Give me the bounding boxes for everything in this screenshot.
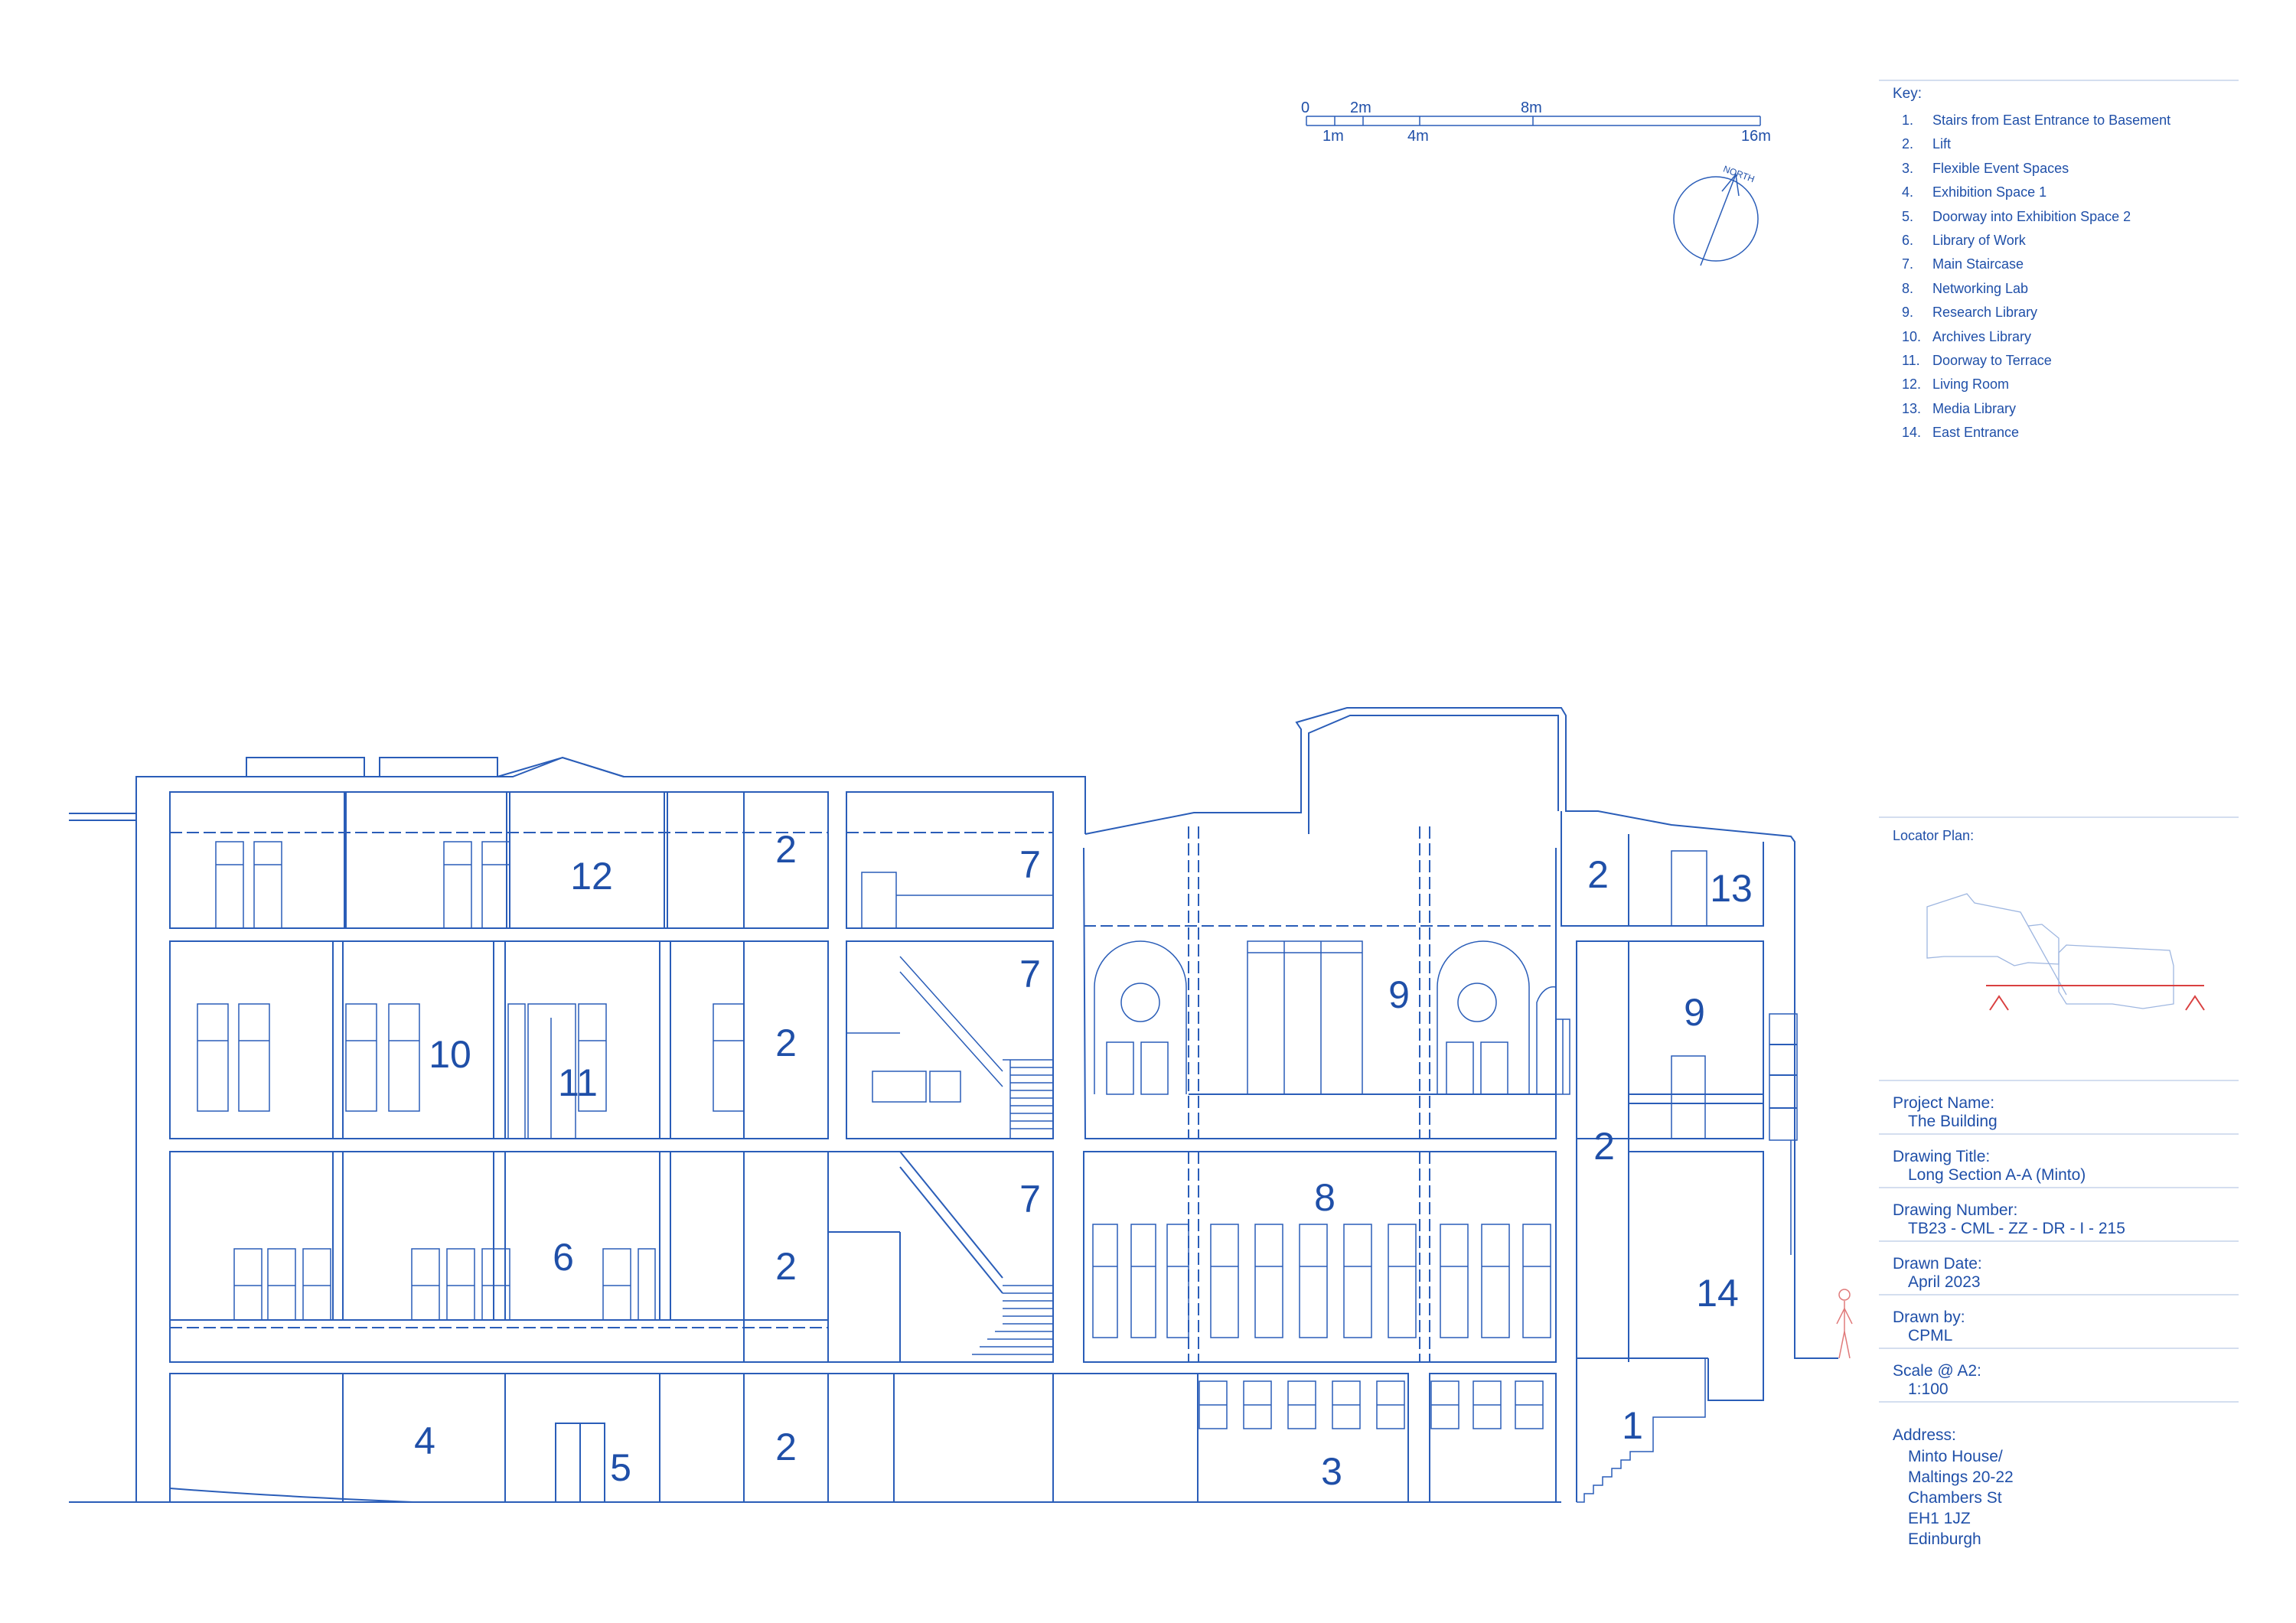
key-item: 11.Doorway to Terrace	[1902, 352, 2052, 368]
room-label-7-first: 7	[1019, 1178, 1041, 1221]
key-item: 3.Flexible Event Spaces	[1902, 160, 2069, 176]
locator-section-line	[1986, 985, 2205, 1011]
address-line: Chambers St	[1908, 1489, 2002, 1507]
scale-label-0: 0	[1301, 99, 1309, 116]
key-item: 7.Main Staircase	[1902, 256, 2024, 272]
key-title: Key:	[1893, 86, 1923, 102]
key-item: 12.Living Room	[1902, 376, 2010, 393]
key-item: 14.East Entrance	[1902, 425, 2020, 441]
panel-dividers	[1879, 80, 2239, 1403]
room-label-10: 10	[429, 1033, 471, 1076]
scale-bar	[1306, 116, 1761, 126]
scale-label-8m: 8m	[1521, 99, 1542, 116]
key-item: 5.Doorway into Exhibition Space 2	[1902, 208, 2131, 224]
address-line: Maltings 20-22	[1908, 1468, 2014, 1486]
room-label-1: 1	[1622, 1404, 1643, 1447]
key-item: 10.Archives Library	[1902, 328, 2032, 344]
scale-label-2m: 2m	[1350, 99, 1371, 116]
key-item: 4.Exhibition Space 1	[1902, 184, 2047, 200]
scale-label-4m: 4m	[1407, 128, 1429, 145]
north-arrow-icon	[1673, 173, 1759, 266]
person-figure-icon	[1836, 1289, 1853, 1359]
address: Address: Minto House/ Maltings 20-22 Cha…	[1879, 1425, 2239, 1550]
key-legend: Key: 1.Stairs from East Entrance to Base…	[1879, 86, 2239, 445]
room-label-2-east-top: 2	[1587, 853, 1609, 896]
room-label-7-top: 7	[1019, 843, 1041, 886]
north-label: NORTH	[1722, 164, 1756, 185]
scale-label-16m: 16m	[1741, 128, 1771, 145]
section-drawing	[69, 707, 1838, 1503]
room-label-9-middle: 9	[1388, 973, 1410, 1016]
key-item: 9.Research Library	[1902, 305, 2038, 321]
key-list: 1.Stairs from East Entrance to Basement …	[1879, 109, 2239, 445]
locator-plan-title: Locator Plan:	[1893, 828, 1975, 843]
scale-bar-labels: 0 2m 8m 1m 4m 16m	[1301, 99, 1771, 145]
address-line: Minto House/	[1908, 1448, 2003, 1465]
room-label-5: 5	[610, 1446, 631, 1489]
room-label-2-second: 2	[775, 1022, 797, 1064]
locator-plan	[1926, 893, 2174, 1009]
room-label-2-top: 2	[775, 828, 797, 871]
room-label-13: 13	[1710, 867, 1753, 910]
room-label-6: 6	[553, 1236, 574, 1279]
key-item: 6.Library of Work	[1902, 232, 2026, 248]
room-label-8: 8	[1314, 1176, 1336, 1219]
room-label-4: 4	[414, 1419, 435, 1462]
project-name: Project Name: The Building	[1893, 1094, 1998, 1130]
scale-label-1m: 1m	[1322, 128, 1344, 145]
drawn-by: Drawn by: CPML	[1893, 1309, 1965, 1344]
key-item: 13.Media Library	[1902, 400, 2017, 416]
room-label-9-east: 9	[1684, 991, 1705, 1034]
address-line: EH1 1JZ	[1908, 1510, 1971, 1527]
drawing-number: Drawing Number: TB23 - CML - ZZ - DR - I…	[1893, 1201, 2125, 1237]
scale: Scale @ A2: 1:100	[1893, 1362, 1981, 1398]
room-labels: 12 2 7 10 11 2 7 6 2 7 4 5 2 3 9 8 2 13 …	[414, 828, 1753, 1493]
key-item: 8.Networking Lab	[1902, 280, 2029, 296]
room-label-12: 12	[570, 855, 613, 898]
room-label-14: 14	[1696, 1272, 1739, 1315]
room-label-2-east: 2	[1593, 1125, 1615, 1168]
room-label-2-first: 2	[775, 1245, 797, 1288]
drawn-date: Drawn Date: April 2023	[1893, 1255, 1982, 1291]
room-label-11: 11	[558, 1061, 598, 1104]
address-line: Edinburgh	[1908, 1530, 1981, 1548]
key-item: 1.Stairs from East Entrance to Basement	[1902, 112, 2171, 128]
room-label-3: 3	[1321, 1450, 1342, 1493]
room-label-7-second: 7	[1019, 953, 1041, 996]
room-label-2-basement: 2	[775, 1426, 797, 1468]
drawing-title: Drawing Title: Long Section A-A (Minto)	[1893, 1148, 2086, 1184]
key-item: 2.Lift	[1902, 136, 1952, 152]
